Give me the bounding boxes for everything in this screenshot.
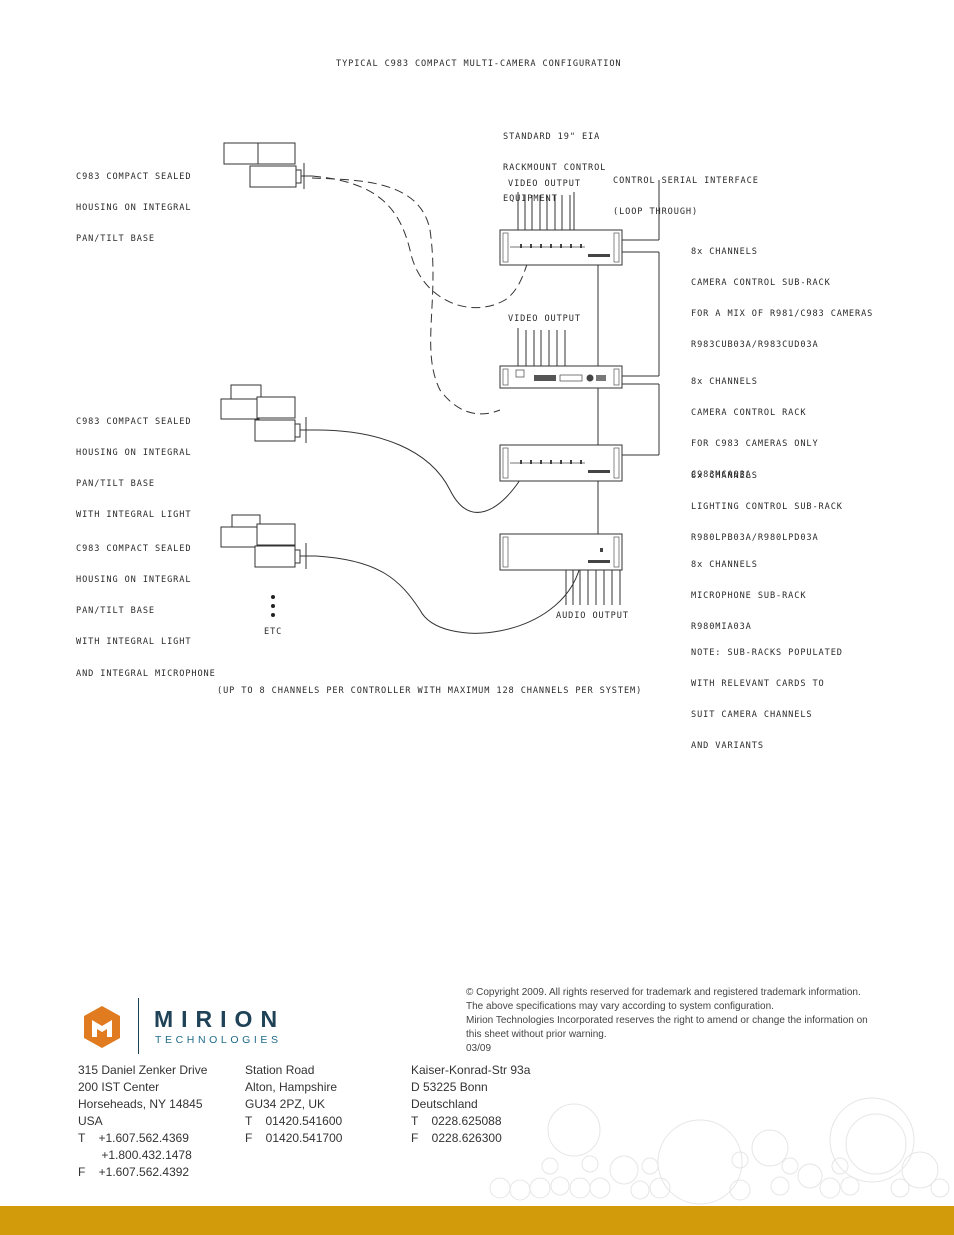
label-line: R980LPB03A/R980LPD03A xyxy=(691,533,819,544)
de-address: Kaiser-Konrad-Str 93a D 53225 Bonn Deuts… xyxy=(411,1062,530,1147)
label-line: C983 COMPACT SEALED xyxy=(76,171,192,182)
label-line: FOR C983 CAMERAS ONLY xyxy=(691,439,819,450)
label-line: C983 COMPACT SEALED xyxy=(76,543,192,554)
rack-equipment-label: STANDARD 19" EIA RACKMOUNT CONTROL EQUIP… xyxy=(503,111,606,215)
legal-line: The above specifications may vary accord… xyxy=(466,1001,774,1012)
rack-3-unit xyxy=(499,444,623,482)
camera-1-cables xyxy=(311,175,531,415)
label-line: C983MCA03A xyxy=(691,470,752,481)
rack-4-unit xyxy=(499,533,623,571)
label-line: 8x CHANNELS xyxy=(691,376,758,387)
address-line: D 53225 Bonn xyxy=(411,1080,488,1094)
label-line: CAMERA CONTROL SUB-RACK xyxy=(691,278,831,289)
label-line: EQUIPMENT xyxy=(503,194,558,205)
label-line: 8x CHANNELS xyxy=(691,246,758,257)
address-line: Horseheads, NY 14845 xyxy=(78,1097,203,1111)
camera-1-icon xyxy=(223,142,312,189)
camera-cables xyxy=(315,429,581,634)
uk-address: Station Road Alton, Hampshire GU34 2PZ, … xyxy=(245,1062,342,1147)
address-line: 315 Daniel Zenker Drive xyxy=(78,1063,208,1077)
camera-2-label: C983 COMPACT SEALED HOUSING ON INTEGRAL … xyxy=(76,396,191,531)
label-line: R983CUB03A/R983CUD03A xyxy=(691,340,819,351)
address-line: Deutschland xyxy=(411,1097,478,1111)
decorative-bubbles xyxy=(489,1097,950,1205)
label-line: 8x CHANNELS xyxy=(691,470,758,481)
label-line: LIGHTING CONTROL SUB-RACK xyxy=(691,502,843,513)
rack-1-label: 8x CHANNELS CAMERA CONTROL SUB-RACK FOR … xyxy=(691,226,873,361)
camera-3-icon xyxy=(220,514,316,569)
address-line: F 0228.626300 xyxy=(411,1131,502,1145)
video-output-label-2: VIDEO OUTPUT xyxy=(508,314,581,324)
legal-line: 03/09 xyxy=(466,1043,492,1054)
legal-line: © Copyright 2009. All rights reserved fo… xyxy=(466,987,861,998)
audio-output-lines xyxy=(565,570,621,605)
address-line: F 01420.541700 xyxy=(245,1131,343,1145)
label-line: HOUSING ON INTEGRAL xyxy=(76,203,192,214)
rack-1-unit xyxy=(499,229,623,266)
rack-2-label: 8x CHANNELS CAMERA CONTROL RACK FOR C983… xyxy=(691,356,819,491)
label-line: WITH INTEGRAL LIGHT xyxy=(76,637,192,648)
video-output-lines-2 xyxy=(517,328,566,366)
rack-2-unit xyxy=(499,365,623,389)
mirion-logo-mark xyxy=(84,1006,120,1048)
address-line: F +1.607.562.4392 xyxy=(78,1165,190,1179)
label-line: FOR A MIX OF R981/C983 CAMERAS xyxy=(691,309,874,320)
address-line: Kaiser-Konrad-Str 93a xyxy=(411,1063,531,1077)
accent-band xyxy=(0,1206,954,1235)
diagram-caption: (UP TO 8 CHANNELS PER CONTROLLER WITH MA… xyxy=(217,686,643,696)
brand-name: MIRION xyxy=(154,1006,286,1032)
video-output-lines-1 xyxy=(517,192,575,230)
label-line: C983 COMPACT SEALED xyxy=(76,416,192,427)
etc-label: ETC xyxy=(264,627,283,637)
us-address: 315 Daniel Zenker Drive 200 IST Center H… xyxy=(78,1062,207,1181)
label-line: SUIT CAMERA CHANNELS xyxy=(691,710,813,721)
label-line: (LOOP THROUGH) xyxy=(613,207,699,218)
serial-interface-loop xyxy=(622,180,660,456)
address-line: T 01420.541600 xyxy=(245,1114,343,1128)
diagram-title: TYPICAL C983 COMPACT MULTI-CAMERA CONFIG… xyxy=(336,59,622,69)
camera-1-label: C983 COMPACT SEALED HOUSING ON INTEGRAL … xyxy=(76,151,191,255)
note-label: NOTE: SUB-RACKS POPULATED WITH RELEVANT … xyxy=(691,627,843,762)
brand-subtitle: TECHNOLOGIES xyxy=(155,1034,282,1046)
camera-3-label: C983 COMPACT SEALED HOUSING ON INTEGRAL … xyxy=(76,523,216,690)
address-line: +1.800.432.1478 xyxy=(78,1148,192,1162)
label-line: AND INTEGRAL MICROPHONE xyxy=(76,668,216,679)
logo-divider xyxy=(138,998,139,1054)
label-line: PAN/TILT BASE xyxy=(76,479,155,490)
serial-interface-label: CONTROL SERIAL INTERFACE (LOOP THROUGH) xyxy=(613,155,759,228)
address-line: USA xyxy=(78,1114,103,1128)
label-line: PAN/TILT BASE xyxy=(76,606,155,617)
system-diagram xyxy=(220,142,660,634)
rack-3-label: 8x CHANNELS LIGHTING CONTROL SUB-RACK R9… xyxy=(691,450,843,554)
address-line: T 0228.625088 xyxy=(411,1114,502,1128)
label-line: NOTE: SUB-RACKS POPULATED xyxy=(691,647,843,658)
label-line: AND VARIANTS xyxy=(691,741,764,752)
address-line: Alton, Hampshire xyxy=(245,1080,338,1094)
label-line: WITH RELEVANT CARDS TO xyxy=(691,679,825,690)
address-line: T +1.607.562.4369 xyxy=(78,1131,189,1145)
address-line: 200 IST Center xyxy=(78,1080,160,1094)
label-line: STANDARD 19" EIA xyxy=(503,131,601,142)
label-line: CONTROL SERIAL INTERFACE xyxy=(613,175,759,186)
legal-notice: © Copyright 2009. All rights reserved fo… xyxy=(466,986,896,1056)
camera-2-icon xyxy=(220,384,316,443)
label-line: WITH INTEGRAL LIGHT xyxy=(76,510,192,521)
legal-line: Mirion Technologies Incorporated reserve… xyxy=(466,1015,868,1026)
label-line: RACKMOUNT CONTROL xyxy=(503,163,607,174)
label-line: R980MIA03A xyxy=(691,622,752,633)
label-line: MICROPHONE SUB-RACK xyxy=(691,591,807,602)
rack-4-label: 8x CHANNELS MICROPHONE SUB-RACK R980MIA0… xyxy=(691,539,806,643)
label-line: HOUSING ON INTEGRAL xyxy=(76,575,192,586)
label-line: 8x CHANNELS xyxy=(691,559,758,570)
video-output-label-1: VIDEO OUTPUT xyxy=(508,179,581,189)
legal-line: this sheet without prior warning. xyxy=(466,1029,607,1040)
audio-output-label: AUDIO OUTPUT xyxy=(556,611,629,621)
label-line: CAMERA CONTROL RACK xyxy=(691,408,807,419)
label-line: HOUSING ON INTEGRAL xyxy=(76,448,192,459)
address-line: GU34 2PZ, UK xyxy=(245,1097,326,1111)
label-line: PAN/TILT BASE xyxy=(76,234,155,245)
etc-dots xyxy=(271,595,275,617)
address-line: Station Road xyxy=(245,1063,315,1077)
